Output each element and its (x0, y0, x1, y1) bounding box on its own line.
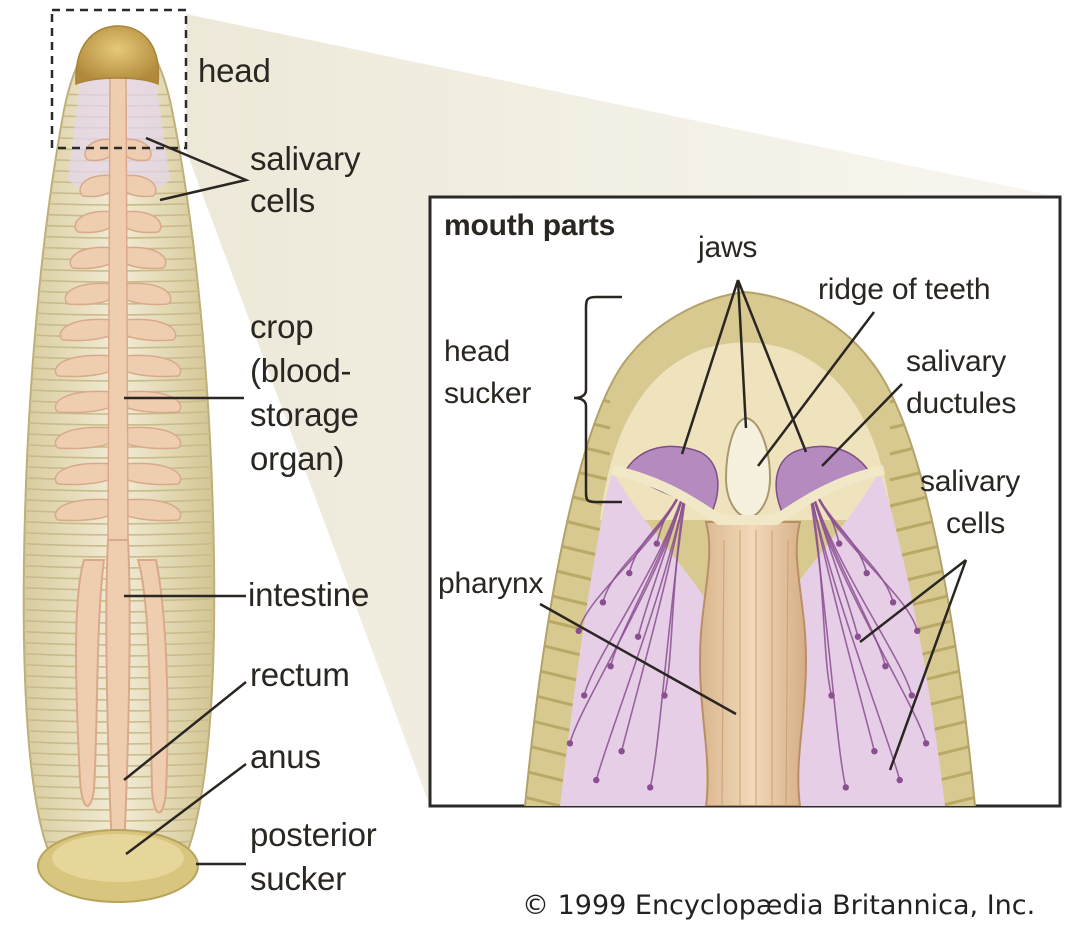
salivary-ductule (583, 469, 691, 696)
label-crop-line1: crop (250, 308, 314, 345)
salivary-cell-dot (863, 569, 870, 577)
leader-salivary-cells-a (859, 559, 967, 643)
leader-rectum (123, 681, 247, 781)
leader-ridge-of-teeth (757, 311, 875, 467)
label-head-sucker-line1: head (444, 335, 510, 368)
sucker-rim (610, 465, 886, 525)
leader-jaws-left (680, 279, 740, 455)
salivary-ductule (805, 469, 927, 744)
body-leader-lines (123, 136, 251, 866)
salivary-ductule (649, 469, 691, 788)
leech-body (22, 25, 216, 903)
label-salivary-ductules-line2: ductules (906, 387, 1017, 420)
salivary-ductule (569, 469, 691, 744)
label-salivary-cells-line1: salivary (250, 140, 361, 177)
leader-salivary-cells-b (888, 559, 968, 771)
head-sucker-bracket (573, 295, 622, 504)
label-posterior-sucker-line2: sucker (250, 860, 346, 897)
copyright-notice: © 1999 Encyclopædia Britannica, Inc. (522, 890, 1036, 921)
label-crop-line3: storage (250, 396, 359, 433)
inset-ring-left (525, 794, 611, 806)
leader-anus (125, 763, 247, 855)
head-cap (75, 25, 160, 86)
leader-jaws-center (736, 279, 748, 429)
leader-salivary-cells (145, 136, 251, 202)
inset-head-outline (524, 290, 976, 807)
inset-leader-lines (539, 279, 968, 771)
intestine-left (75, 559, 106, 807)
salivary-cell-dot (882, 663, 889, 670)
label-salivary-cells-line2: cells (250, 182, 316, 219)
salivary-cell-dot (607, 663, 614, 670)
head-selection-box (50, 8, 188, 150)
gut-tube (107, 69, 129, 541)
label-posterior-sucker-line1: posterior (250, 816, 377, 853)
leader-salivary-ductules (821, 383, 903, 467)
posterior-sucker-center (52, 834, 184, 882)
salivary-cell-dot (647, 784, 654, 791)
salivary-cell-dot (599, 599, 607, 606)
salivary-cell-dot (618, 748, 625, 755)
salivary-cell-dot (889, 599, 897, 606)
rectum-tube (105, 539, 131, 851)
salivary-cell-dot (566, 740, 574, 747)
pharynx-striations (721, 530, 789, 806)
salivary-cell-dot (626, 569, 633, 577)
salivary-cell-dot (871, 748, 878, 755)
crop-chambers (54, 138, 182, 522)
salivary-cell-dot (914, 627, 921, 635)
label-salivary-cells-inset-line1: salivary (920, 465, 1021, 498)
label-anus: anus (250, 738, 321, 775)
inset-ring-right (889, 794, 975, 806)
salivary-ductule (805, 469, 847, 788)
label-crop-line2: (blood- (250, 352, 352, 389)
salivary-cell-dot (575, 627, 582, 635)
salivary-cell-dot (593, 776, 600, 784)
label-intestine: intestine (248, 576, 370, 613)
salivary-cell-dot (854, 633, 862, 640)
salivary-cell-dot (836, 540, 843, 547)
salivary-cell-dot (842, 784, 849, 791)
pharynx-tube (698, 521, 808, 806)
salivary-cell-dot (896, 776, 903, 784)
leader-jaws-right (736, 279, 808, 453)
salivary-cell-dot (653, 540, 660, 547)
label-ridge-of-teeth: ridge of teeth (818, 273, 991, 306)
salivary-cell-dot (581, 692, 588, 699)
label-head-sucker-line2: sucker (444, 377, 532, 410)
label-head: head (198, 52, 271, 89)
label-pharynx: pharynx (438, 567, 544, 600)
label-salivary-ductules-line1: salivary (906, 345, 1007, 378)
salivary-cell-dot (922, 740, 930, 747)
label-salivary-cells-inset-line2: cells (946, 507, 1006, 540)
leader-pharynx (539, 602, 737, 716)
salivary-cell-dot (634, 633, 642, 640)
inset-title: mouth parts (444, 209, 616, 242)
label-jaws: jaws (698, 231, 758, 264)
salivary-ductule (805, 469, 913, 696)
salivary-ductule (595, 469, 691, 781)
label-crop-line4: organ) (250, 440, 345, 477)
label-rectum: rectum (250, 656, 350, 693)
intestine-right (136, 559, 169, 814)
salivary-cell-dot (908, 692, 915, 699)
